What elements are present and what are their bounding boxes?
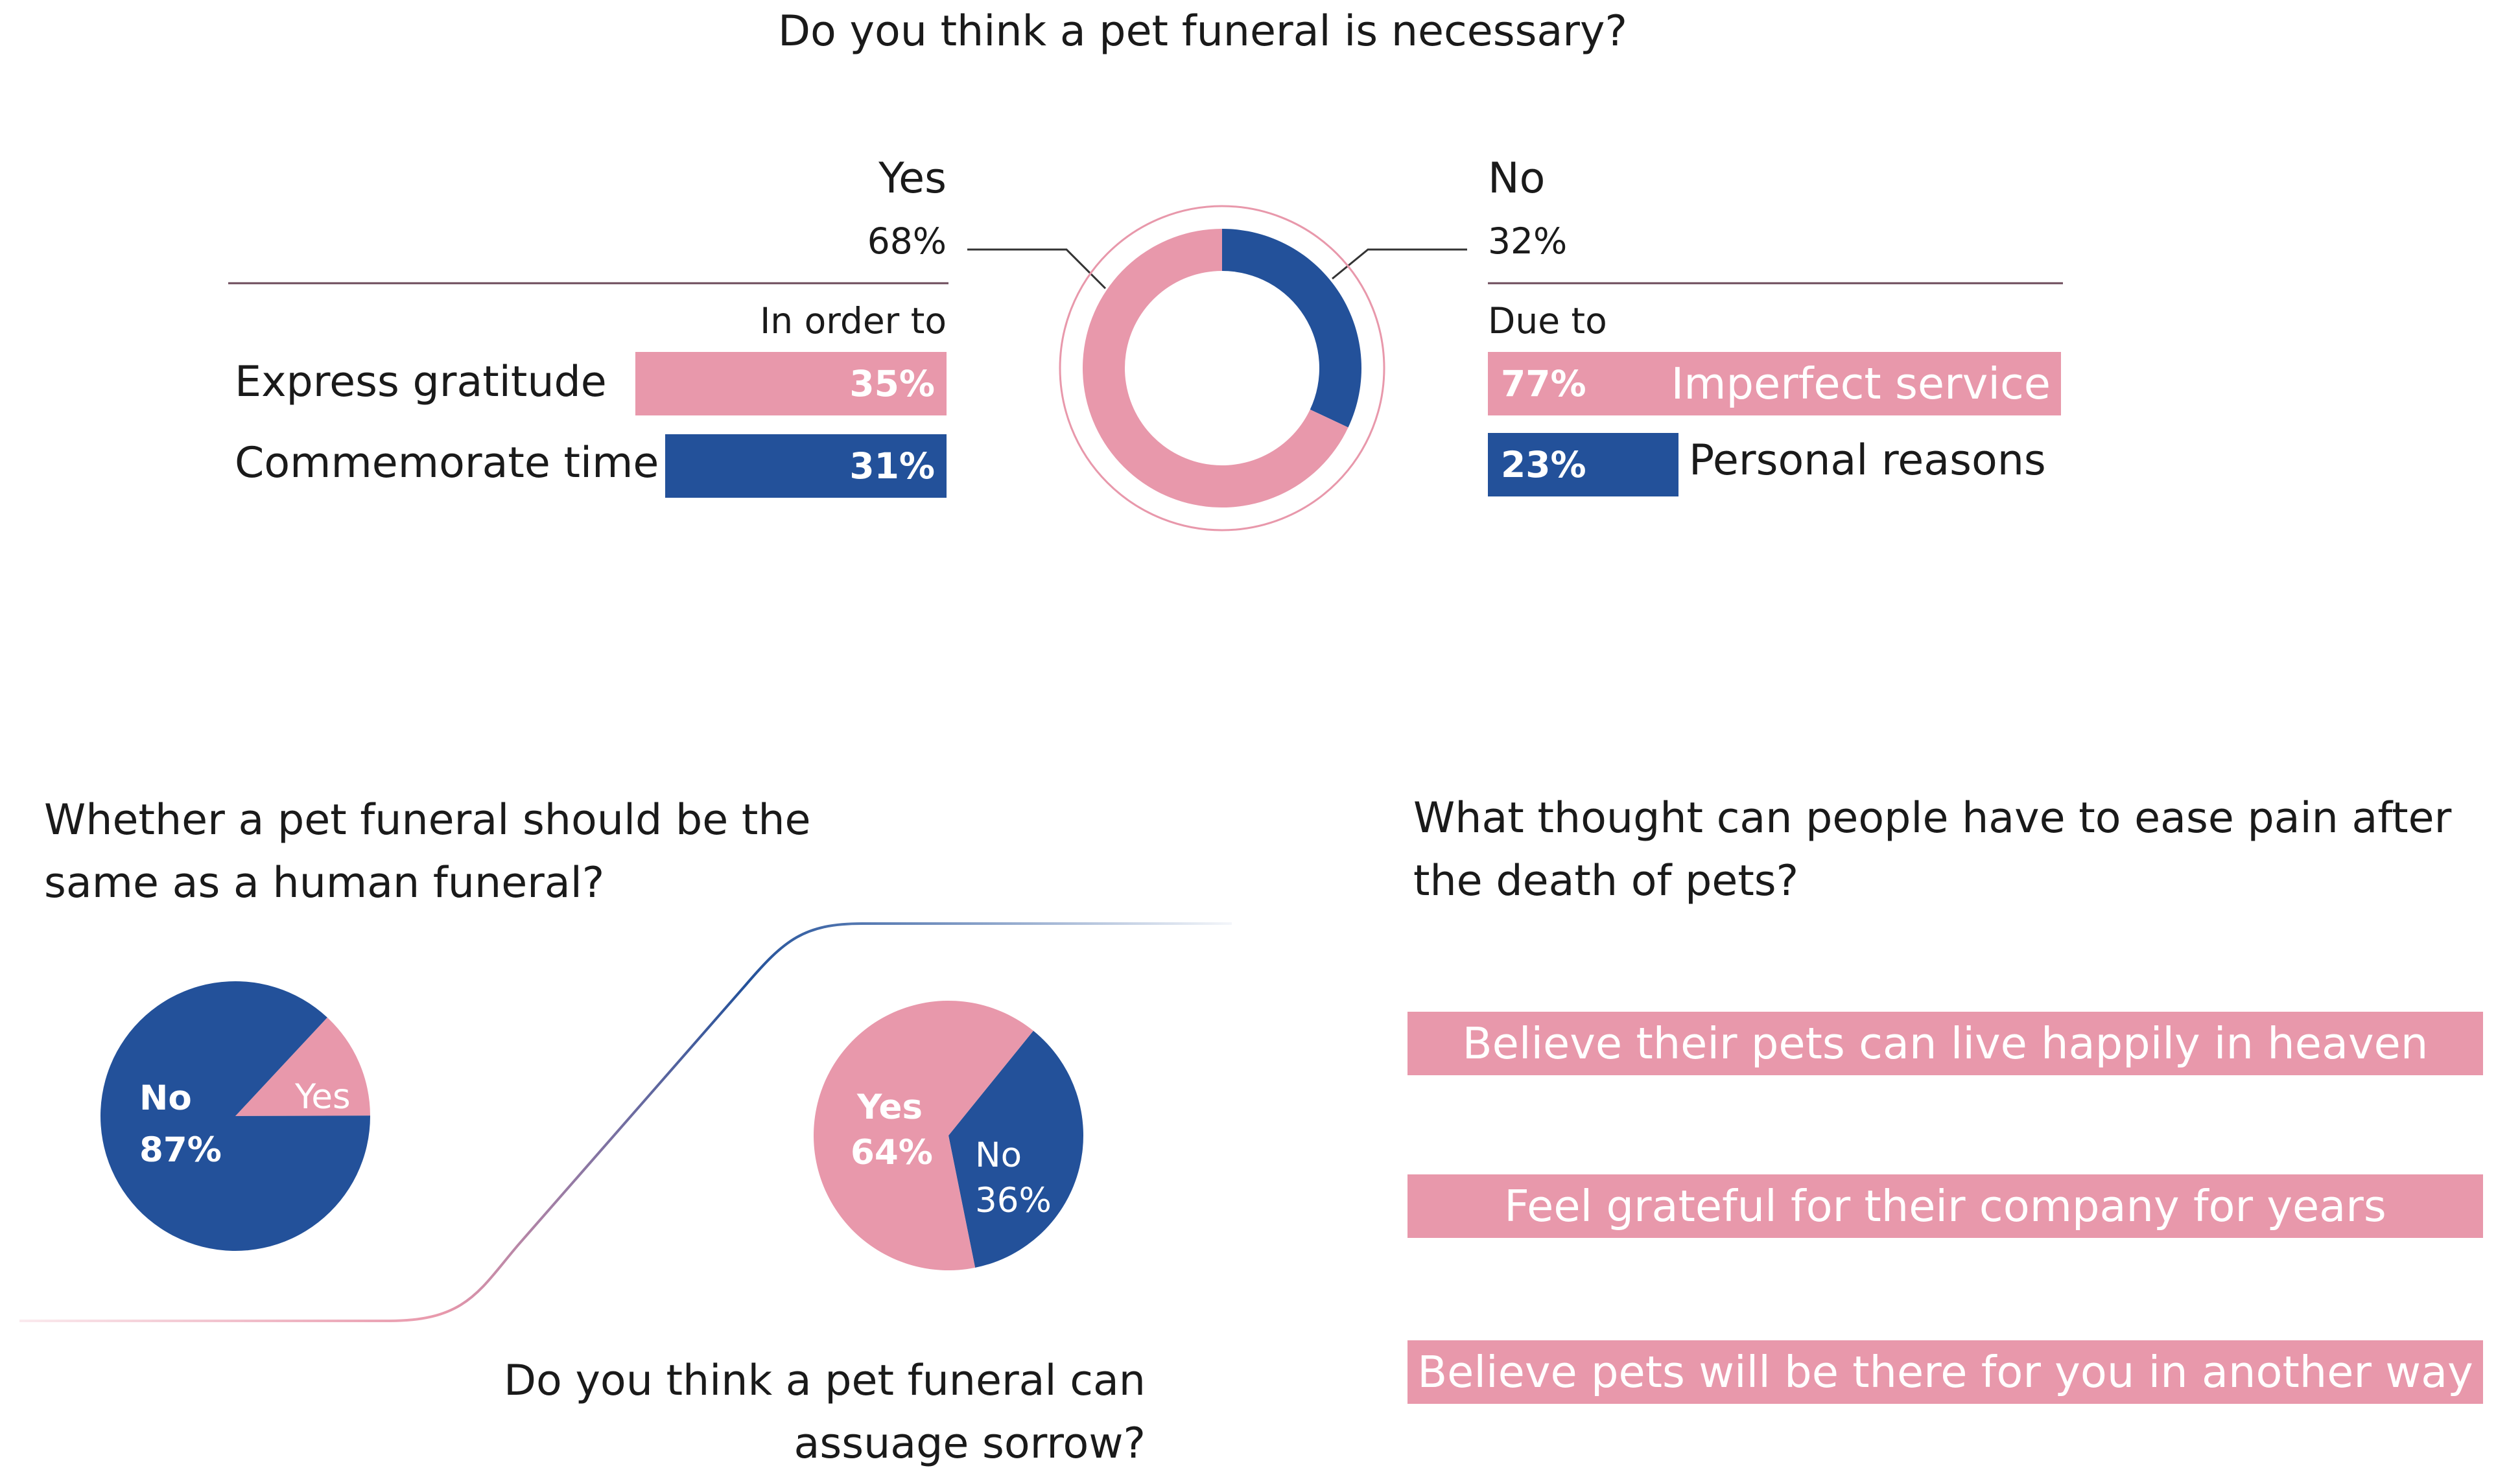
connector-curve xyxy=(19,922,1232,1322)
pie-same-as-human xyxy=(100,981,370,1251)
pie2-slice-yes xyxy=(235,1017,370,1116)
no-heading: No xyxy=(1488,154,1546,203)
bar-commemorate-time-value: 31% xyxy=(849,445,935,487)
thought-item-3: Believe pets will be there for you in an… xyxy=(1407,1340,2483,1404)
pie3-no-label: No xyxy=(975,1136,1022,1175)
bar-imperfect-service-label: Imperfect service xyxy=(1671,358,2051,409)
yes-percent: 68% xyxy=(867,220,947,262)
reason-label-express-gratitude: Express gratitude xyxy=(235,358,607,406)
pie-assuage-sorrow xyxy=(813,1000,1083,1270)
bar-personal-reasons: 23% xyxy=(1488,433,1678,496)
bar-personal-reasons-value: 23% xyxy=(1501,444,1586,485)
bar-express-gratitude: 35% xyxy=(635,352,947,415)
question-3-line-2: assuage sorrow? xyxy=(794,1419,1146,1468)
pie3-slice-no xyxy=(948,1031,1083,1268)
in-order-to-label: In order to xyxy=(760,300,947,342)
donut-slice-no xyxy=(1222,229,1361,428)
pie2-slice-no xyxy=(100,981,370,1251)
pie3-yes-percent: 64% xyxy=(851,1133,933,1172)
thought-item-2: Feel grateful for their company for year… xyxy=(1407,1174,2483,1238)
pie3-no-percent: 36% xyxy=(975,1181,1052,1220)
question-4-line-1: What thought can people have to ease pai… xyxy=(1413,794,2452,843)
yes-leader-line xyxy=(967,248,1107,290)
pie2-yes-label: Yes xyxy=(294,1077,351,1117)
question-4-line-2: the death of pets? xyxy=(1413,857,1799,905)
bar-imperfect-service: 77% Imperfect service xyxy=(1488,352,2061,415)
reason-label-personal-reasons: Personal reasons xyxy=(1689,436,2046,485)
donut-chart xyxy=(1083,229,1361,507)
pie2-no-percent: 87% xyxy=(139,1130,222,1170)
question-2-line-2: same as a human funeral? xyxy=(44,859,605,907)
bar-express-gratitude-value: 35% xyxy=(849,363,935,404)
question-1-title: Do you think a pet funeral is necessary? xyxy=(778,7,1627,56)
donut-outer-ring xyxy=(1059,205,1385,531)
no-leader-line xyxy=(1332,248,1467,280)
thought-item-1-text: Believe their pets can live happily in h… xyxy=(1462,1018,2429,1069)
bar-commemorate-time: 31% xyxy=(665,434,947,498)
question-2-line-1: Whether a pet funeral should be the xyxy=(44,796,811,845)
yes-heading: Yes xyxy=(878,154,947,203)
pie3-slice-yes xyxy=(813,1000,1033,1270)
thought-item-2-text: Feel grateful for their company for year… xyxy=(1504,1181,2386,1231)
reason-label-commemorate-time: Commemorate time xyxy=(235,439,659,487)
pie2-no-label: No xyxy=(139,1078,192,1118)
thought-item-3-text: Believe pets will be there for you in an… xyxy=(1417,1347,2473,1397)
thought-item-1: Believe their pets can live happily in h… xyxy=(1407,1012,2483,1075)
question-3-line-1: Do you think a pet funeral can xyxy=(503,1357,1146,1405)
no-percent: 32% xyxy=(1488,220,1568,262)
bar-imperfect-service-value: 77% xyxy=(1501,363,1586,404)
donut-slice-yes xyxy=(1083,229,1348,507)
due-to-label: Due to xyxy=(1488,300,1607,342)
pie3-yes-label: Yes xyxy=(856,1088,923,1127)
